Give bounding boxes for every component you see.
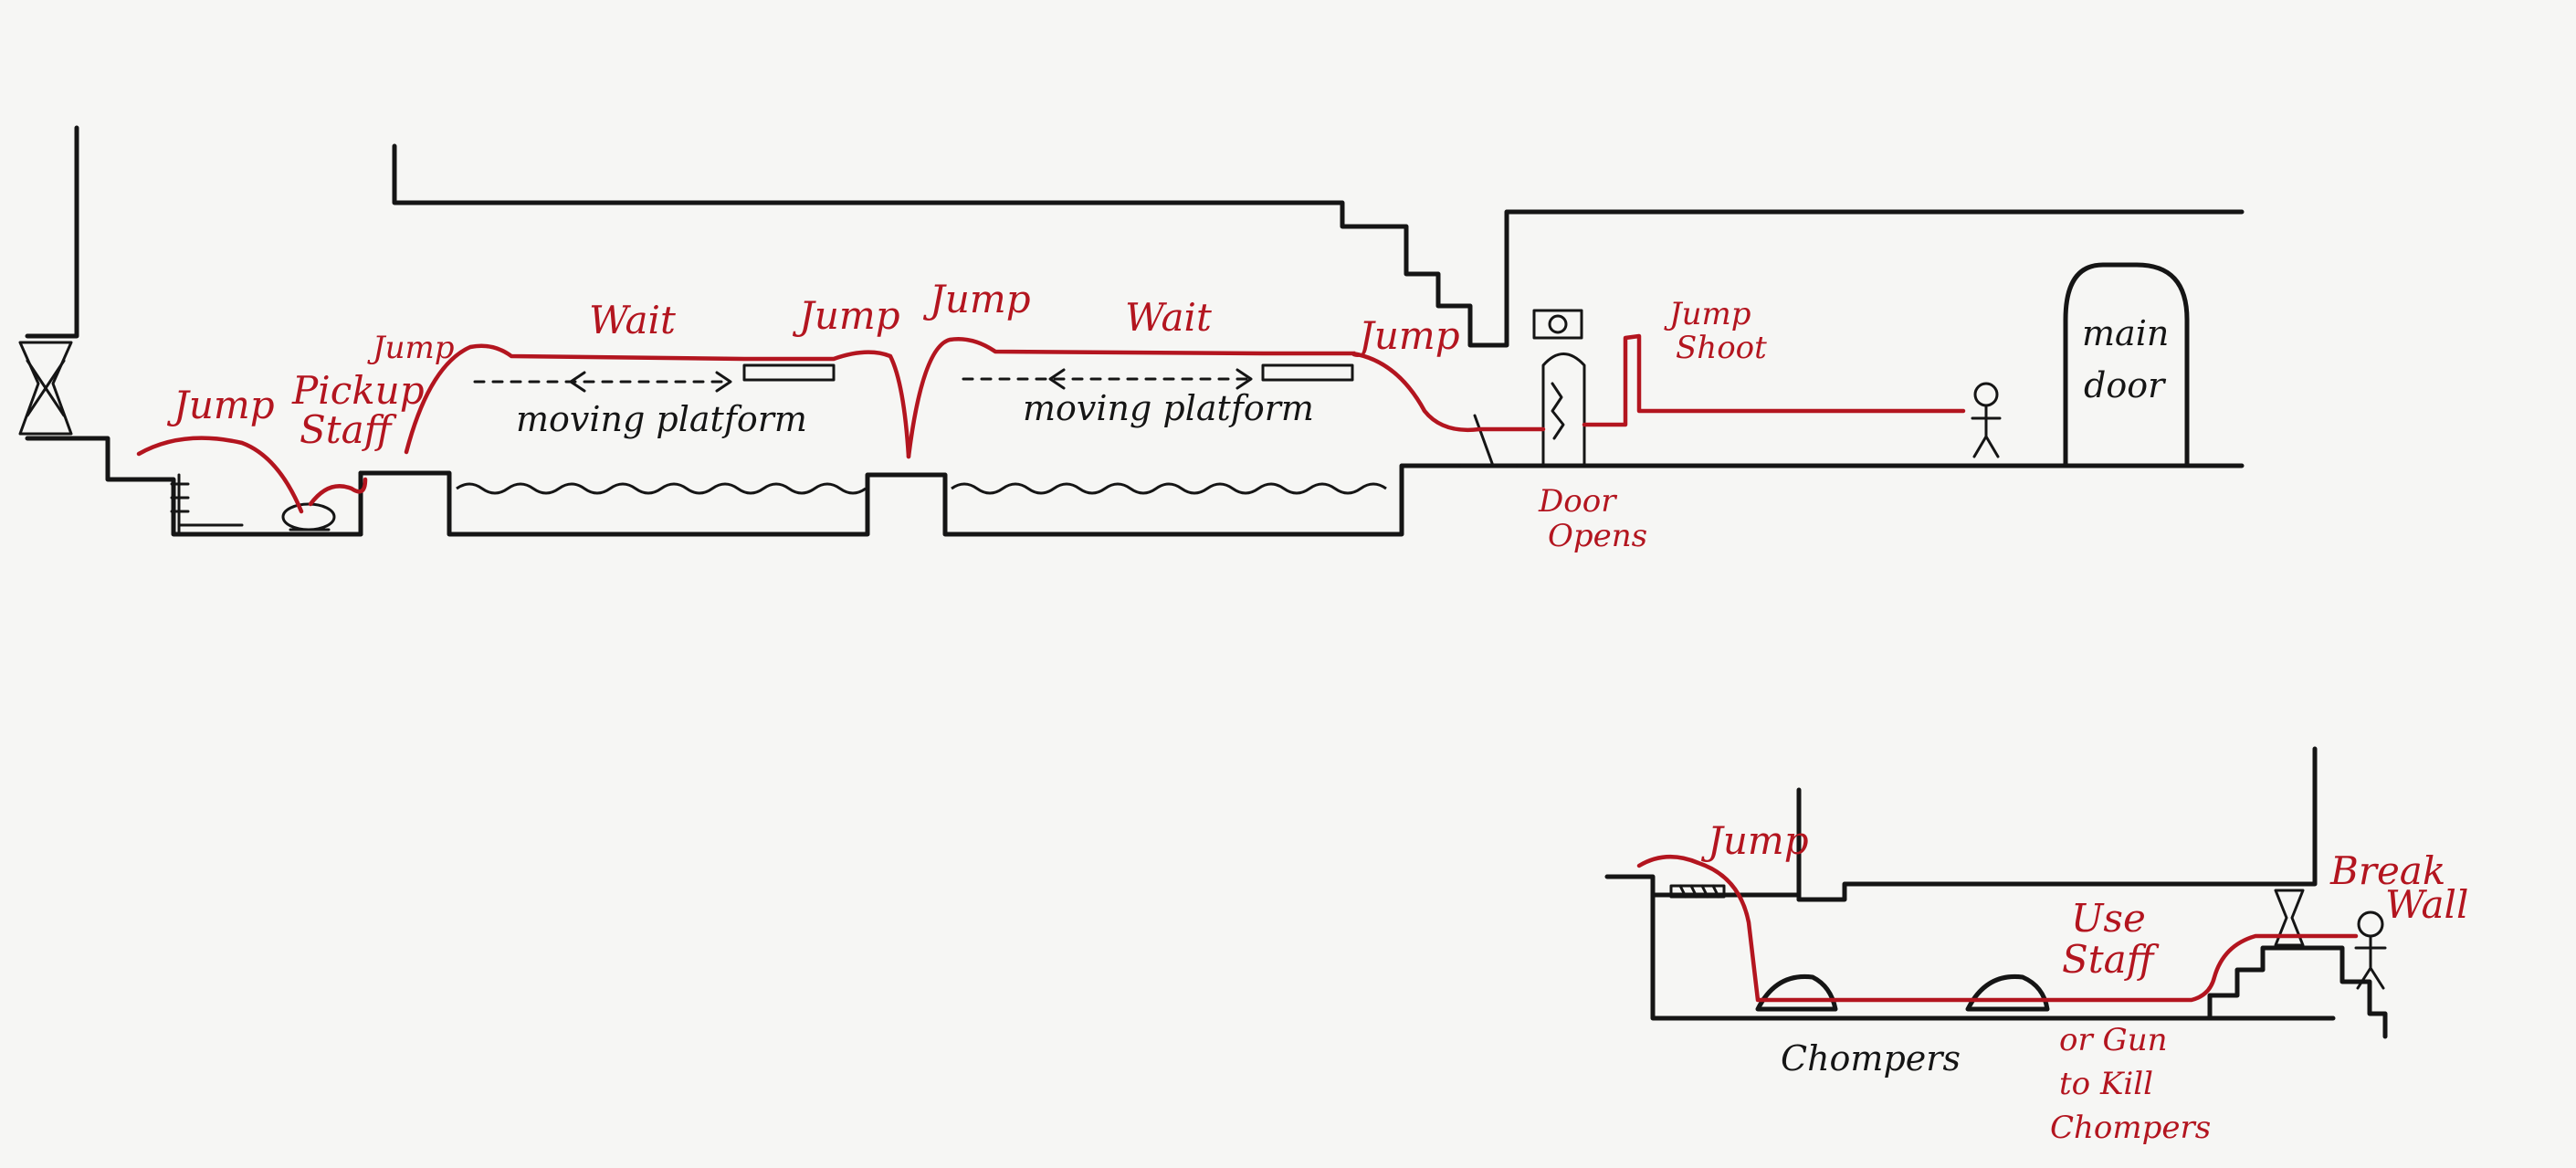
chomper-enemy-icon — [1968, 976, 2047, 1009]
label-wait-1: Wait — [589, 298, 676, 342]
upper-labels: Jump Pickup Staff Jump Wait Jump Jump Wa… — [166, 277, 2169, 554]
label-jump-3: Jump — [792, 293, 900, 338]
label-break-wall-2: Wall — [2385, 882, 2468, 927]
label-pickup-staff-2: Staff — [300, 407, 397, 452]
opening-door — [1534, 310, 1584, 466]
player-character-icon — [2356, 912, 2385, 988]
label-pickup-staff-1: Pickup — [291, 368, 425, 413]
label-door-opens-1: Door — [1538, 483, 1617, 520]
label-or-gun-1: or Gun — [2059, 1022, 2168, 1058]
label-jump-shoot-1: Jump — [1664, 296, 1751, 332]
label-or-gun-2: to Kill — [2059, 1066, 2153, 1102]
moving-platform-1 — [475, 365, 834, 391]
water-pool-1 — [457, 484, 866, 493]
label-door-opens-2: Opens — [1548, 518, 1647, 554]
small-creature-icon — [283, 504, 334, 530]
label-lower-jump: Jump — [1700, 818, 1809, 863]
label-moving-platform-1: moving platform — [516, 399, 807, 439]
label-or-gun-3: Chompers — [2050, 1110, 2211, 1146]
label-main-door-2: door — [2084, 365, 2167, 405]
chomper-enemy-icon — [1758, 976, 1835, 1009]
label-wait-2: Wait — [1125, 295, 1212, 340]
stone-pillar-icon — [20, 342, 71, 434]
label-jump-1: Jump — [166, 383, 275, 427]
label-jump-2: Jump — [367, 330, 455, 366]
label-use-staff-1: Use — [2071, 896, 2146, 941]
player-character-icon — [1972, 384, 2000, 457]
label-jump-shoot-2: Shoot — [1676, 330, 1767, 366]
label-chompers: Chompers — [1781, 1038, 1961, 1079]
lever-icon — [1461, 416, 1516, 466]
label-main-door-1: main — [2082, 313, 2169, 353]
water-pool-2 — [952, 484, 1386, 493]
label-jump-5: Jump — [1351, 313, 1460, 358]
label-use-staff-2: Staff — [2062, 937, 2160, 982]
moving-platform-2 — [963, 365, 1352, 388]
label-moving-platform-2: moving platform — [1023, 388, 1314, 428]
staff-pickup-icon — [172, 475, 242, 534]
label-jump-4: Jump — [922, 277, 1031, 321]
